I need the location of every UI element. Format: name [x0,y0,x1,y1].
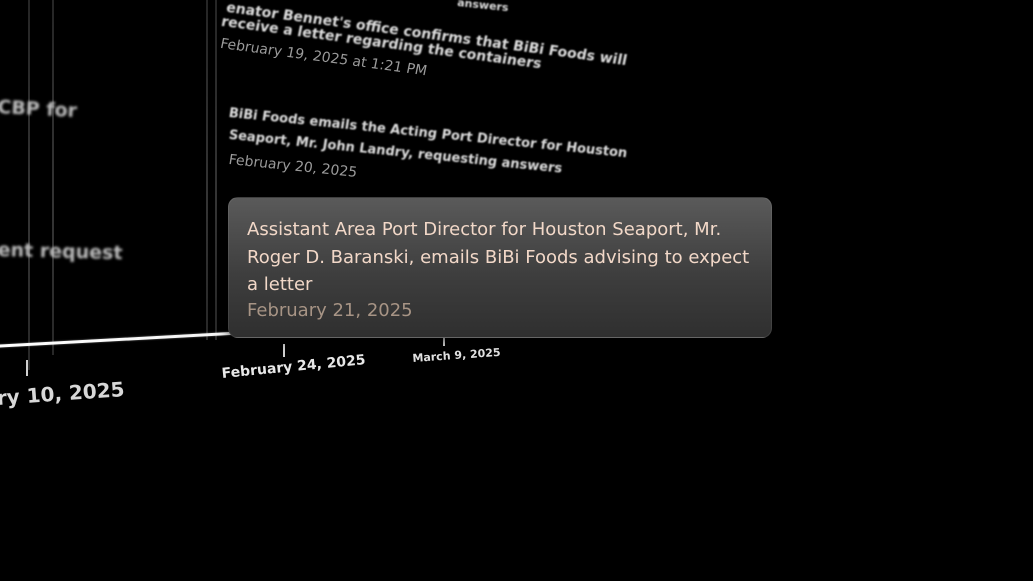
event-tooltip: Assistant Area Port Director for Houston… [228,197,772,338]
tooltip-title: Assistant Area Port Director for Houston… [247,219,750,295]
tooltip-date: February 21, 2025 [247,299,413,321]
axis-tick [283,344,285,357]
axis-label: ry 10, 2025 [0,377,126,410]
event-title-partial[interactable]: answers [456,0,510,15]
timeline-guide-line [28,0,30,370]
event-title-fragment[interactable]: CBP for [0,96,78,123]
axis-label: March 9, 2025 [412,345,501,365]
timeline-guide-line [215,0,217,340]
axis-tick [443,335,445,346]
event-date: February 20, 2025 [227,152,359,181]
axis-tick [26,360,28,376]
timeline-guide-line [52,0,54,355]
axis-label: February 24, 2025 [221,352,367,382]
event-title-fragment[interactable]: ent request [0,239,123,265]
timeline-guide-line [206,0,208,340]
